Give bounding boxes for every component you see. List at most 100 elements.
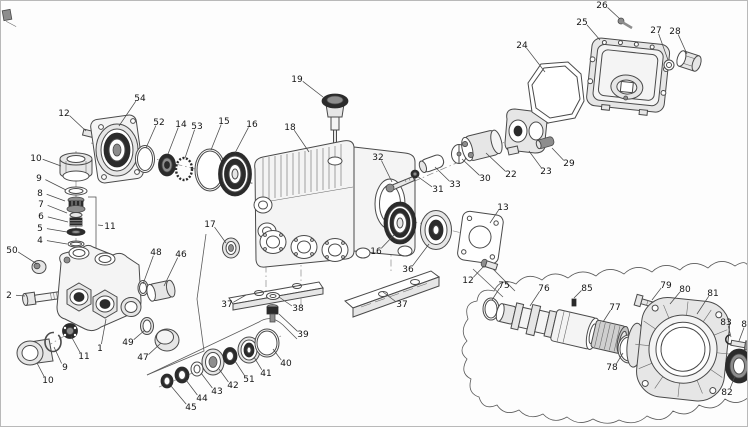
part-label-18: 18 — [284, 123, 296, 133]
part-label-9: 9 — [36, 174, 42, 184]
part-2-bolt — [22, 291, 60, 307]
part-10-plug-bottom — [16, 338, 54, 366]
leader-line-76 — [529, 290, 541, 307]
leader-line-23 — [528, 150, 542, 169]
leader-line-39 — [278, 313, 298, 332]
part-75-o-ring — [482, 297, 500, 321]
leader-line-9 — [45, 179, 67, 191]
leader-line-10 — [36, 362, 45, 377]
leader-line-77 — [602, 309, 611, 323]
part-label-39: 39 — [297, 330, 309, 340]
part-label-45: 45 — [185, 403, 196, 413]
leader-line-16 — [234, 127, 249, 154]
part-39-bolt — [266, 304, 279, 323]
part-24-gasket — [527, 61, 585, 124]
part-44-packing — [174, 366, 190, 384]
part-label-80: 80 — [679, 285, 691, 295]
leader-line-31 — [416, 175, 433, 188]
part-label-5: 5 — [37, 224, 43, 234]
leader-line-37 — [233, 294, 247, 303]
leader-line-38 — [278, 296, 293, 307]
leader-line-7 — [47, 204, 68, 214]
leader-line-26 — [607, 7, 621, 20]
leader-line-14 — [167, 127, 179, 155]
part-53-retaining-ring — [174, 156, 194, 182]
leader-line-17 — [214, 226, 227, 244]
leader-line-36 — [412, 243, 430, 267]
leader-line-27 — [658, 33, 669, 61]
part-82-oil-seal — [725, 348, 747, 384]
leader-line-41 — [253, 356, 263, 370]
part-label-13: 13 — [497, 203, 508, 213]
part-label-52: 52 — [153, 118, 164, 128]
leader-line-78 — [616, 352, 624, 365]
part-label-29: 29 — [563, 159, 575, 169]
leader-line-33 — [434, 166, 450, 182]
part-84-bolt — [730, 339, 747, 351]
part-42-seal-cup — [201, 348, 225, 376]
part-label-10: 10 — [30, 154, 42, 164]
part-label-26: 26 — [596, 1, 608, 11]
manifold-port-1 — [66, 282, 92, 312]
part-52-o-ring — [135, 145, 155, 173]
leader-line-43 — [200, 372, 213, 389]
leader-line-5 — [46, 228, 68, 233]
part-label-31: 31 — [432, 185, 443, 195]
part-16-bearing-right — [383, 201, 417, 245]
leader-line-29 — [551, 147, 565, 161]
part-36-oil-seal — [420, 210, 452, 250]
leader-line-28 — [677, 34, 688, 55]
leader-line-15 — [210, 124, 222, 151]
part-label-15: 15 — [218, 117, 229, 127]
leader-line-48 — [142, 255, 154, 285]
part-33-pin — [418, 154, 445, 174]
part-label-11: 11 — [104, 222, 115, 232]
leader-line-53 — [184, 129, 195, 159]
leader-line-51 — [234, 360, 246, 377]
part-label-75: 75 — [498, 281, 509, 291]
part-29-pin — [535, 136, 555, 150]
part-41-piston-guide — [237, 336, 261, 364]
part-38-washer — [266, 292, 280, 300]
leader-line-42 — [218, 368, 229, 383]
leader-line-37 — [382, 291, 397, 303]
part-22-cylinder — [461, 129, 503, 162]
leader-line-40 — [272, 348, 282, 361]
part-label-7: 7 — [38, 200, 44, 210]
part-label-6: 6 — [38, 212, 44, 222]
part-label-82: 82 — [721, 388, 732, 398]
part-7-retainer — [69, 212, 83, 218]
part-13-rear-plate — [457, 210, 504, 265]
part-label-4: 4 — [37, 236, 43, 246]
part-4-o-ring — [67, 240, 85, 248]
part-label-11: 11 — [78, 352, 89, 362]
part-46-plug — [146, 279, 176, 302]
part-49-washer — [140, 317, 154, 335]
part-81-bell-housing — [626, 296, 731, 402]
leader-line-47 — [148, 342, 162, 355]
part-54-bearing-cover — [90, 114, 144, 184]
part-label-77: 77 — [609, 303, 620, 313]
part-label-12: 12 — [58, 109, 69, 119]
part-label-14: 14 — [175, 120, 187, 130]
part-label-53: 53 — [191, 122, 202, 132]
part-label-48: 48 — [150, 248, 162, 258]
part-label-36: 36 — [402, 265, 414, 275]
part-label-84: 84 — [741, 320, 748, 330]
leader-line-22 — [485, 152, 506, 172]
part-8-valve — [66, 196, 86, 213]
leader-line-83 — [727, 325, 732, 338]
part-label-16: 16 — [246, 120, 258, 130]
leader-line-4 — [46, 240, 68, 245]
leader-line-82 — [729, 375, 736, 389]
leader-line-25 — [586, 24, 601, 41]
part-label-44: 44 — [196, 394, 208, 404]
part-label-10: 10 — [42, 376, 54, 386]
leader-line-18 — [293, 129, 310, 153]
part-label-51: 51 — [243, 375, 254, 385]
part-label-41: 41 — [260, 369, 271, 379]
part-40-o-ring — [254, 328, 280, 358]
part-47-cap — [154, 328, 180, 352]
part-label-49: 49 — [122, 338, 134, 348]
part-50-plug — [31, 260, 47, 274]
